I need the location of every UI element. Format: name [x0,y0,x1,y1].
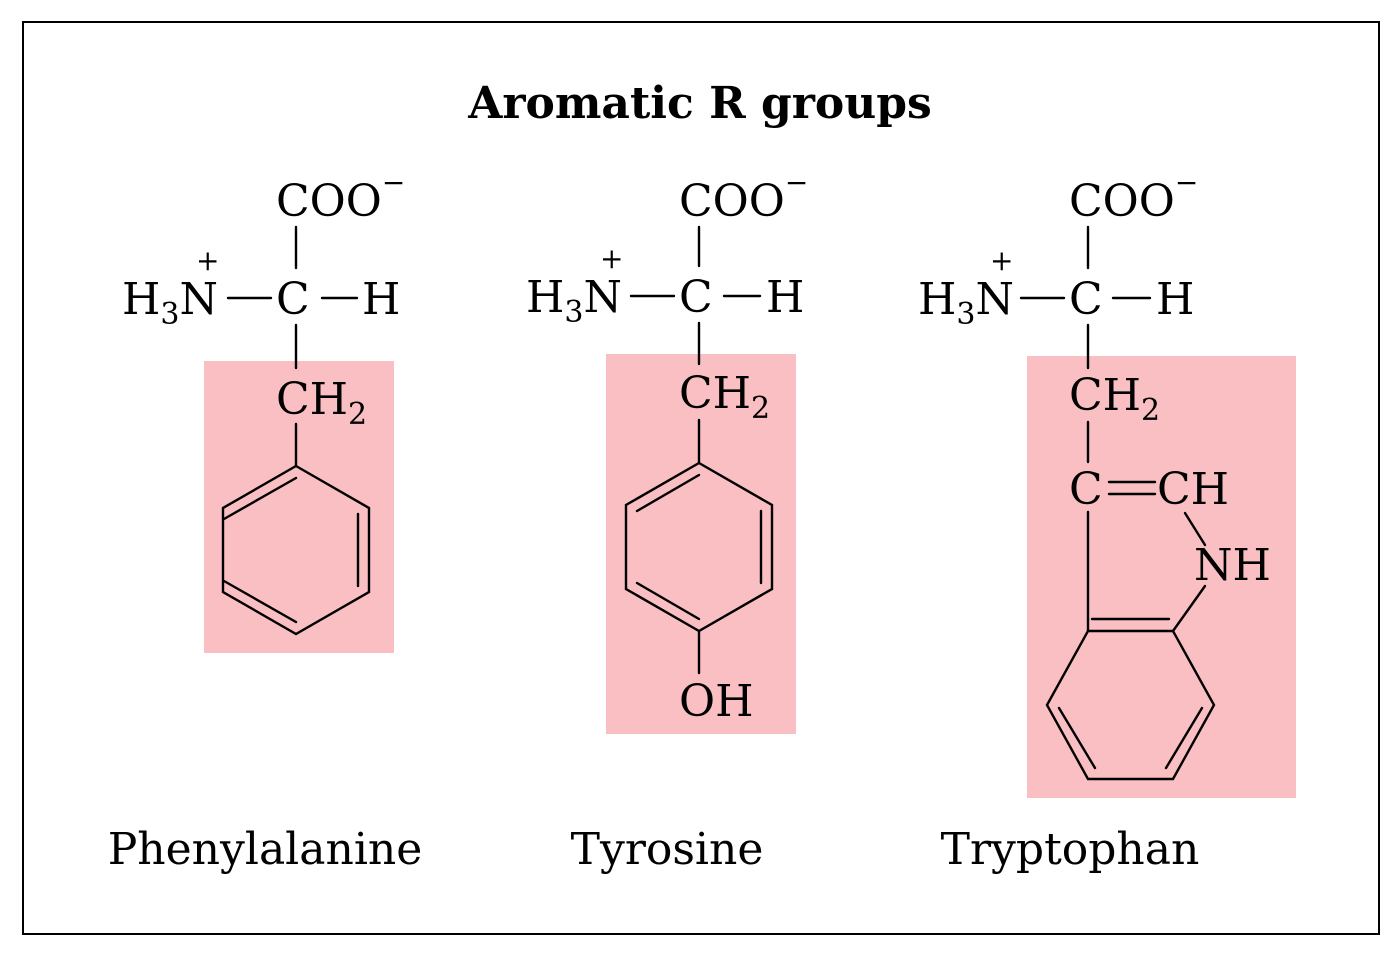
alpha-hydrogen-label: H [362,274,400,325]
r-group-highlight [1027,356,1296,798]
carboxylate-label: COO− [679,166,808,227]
r-group-highlight [204,361,394,653]
tyrosine-name: Tyrosine [571,824,764,875]
phenylalanine-name: Phenylalanine [108,824,423,875]
ammonium-label: H3N [526,272,622,330]
ammonium-charge: + [196,244,219,277]
carboxylate-label: COO− [1069,166,1198,227]
alpha-carbon-label: C [276,274,310,325]
phenylalanine-structure: COO− + H3N C H CH2 [122,166,405,653]
tryptophan-structure: COO− + H3N C H CH2 C CH NH [918,166,1296,798]
indole-c3-label: C [1069,464,1103,515]
ammonium-charge: + [990,244,1013,277]
r-group-highlight [606,354,796,734]
alpha-hydrogen-label: H [766,272,804,323]
ammonium-charge: + [600,242,623,275]
alpha-carbon-label: C [1069,274,1103,325]
carboxylate-label: COO− [276,166,405,227]
methylene-label: CH2 [1069,370,1160,428]
alpha-carbon-label: C [679,272,713,323]
alpha-hydrogen-label: H [1156,274,1194,325]
ammonium-label: H3N [918,274,1014,332]
tyrosine-structure: COO− + H3N C H CH2 OH [526,166,808,734]
hydroxyl-label: OH [679,676,753,727]
tryptophan-name: Tryptophan [941,824,1200,875]
methylene-label: CH2 [276,374,367,432]
indole-ch-label: CH [1157,464,1229,515]
ammonium-label: H3N [122,274,218,332]
methylene-label: CH2 [679,368,770,426]
indole-nh-label: NH [1194,540,1271,591]
figure-title: Aromatic R groups [467,78,932,129]
